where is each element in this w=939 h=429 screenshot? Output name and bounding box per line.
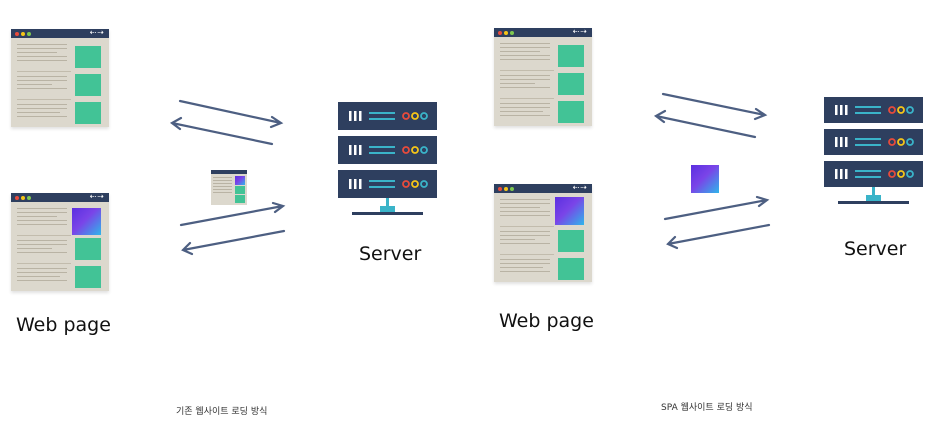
updated-content-block: [72, 208, 101, 235]
updated-content-block: [555, 197, 584, 225]
webpage-label: Web page: [499, 310, 594, 332]
content-block: [75, 74, 101, 96]
server-unit: [338, 136, 437, 164]
content-block: [558, 101, 584, 123]
full-page-transfer-icon: [211, 170, 247, 205]
content-block: [558, 230, 584, 252]
content-block: [75, 102, 101, 124]
server-label: Server: [359, 243, 422, 265]
server-unit: [338, 102, 437, 130]
arrow-left-icon: [653, 109, 757, 139]
content-block: [558, 258, 584, 280]
browser-title-bar: ⇠⇢: [11, 28, 109, 38]
arrow-right-icon: [179, 201, 286, 227]
arrow-right-icon: [663, 195, 770, 221]
server-icon: [824, 97, 923, 204]
content-block: [75, 46, 101, 68]
browser-window-icon: ⇠⇢: [11, 28, 109, 127]
browser-window-icon: ⇠⇢: [11, 192, 109, 291]
content-block: [558, 73, 584, 95]
browser-window-icon: ⇠⇢: [494, 183, 592, 282]
arrow-left-icon: [181, 229, 286, 256]
browser-nav-arrows-icon: ⇠⇢: [89, 28, 105, 37]
browser-title-bar: ⇠⇢: [11, 192, 109, 202]
browser-window-icon: ⇠⇢: [494, 27, 592, 126]
server-icon: [338, 102, 437, 215]
server-label: Server: [844, 238, 907, 260]
browser-nav-arrows-icon: ⇠⇢: [572, 27, 588, 36]
server-unit: [824, 129, 923, 155]
arrow-left-icon: [169, 116, 274, 146]
content-block: [558, 45, 584, 67]
browser-nav-arrows-icon: ⇠⇢: [89, 192, 105, 201]
webpage-label: Web page: [16, 314, 111, 336]
server-unit: [824, 161, 923, 187]
arrow-right-icon: [178, 99, 284, 129]
arrow-left-icon: [666, 223, 771, 250]
server-unit: [824, 97, 923, 123]
browser-title-bar: ⇠⇢: [494, 27, 592, 37]
caption-traditional-loading: 기존 웹사이트 로딩 방식: [176, 407, 268, 417]
caption-spa-loading: SPA 웹사이트 로딩 방식: [661, 403, 753, 413]
arrow-right-icon: [661, 92, 768, 121]
browser-title-bar: ⇠⇢: [494, 183, 592, 193]
content-block: [75, 266, 101, 288]
partial-data-transfer-icon: [691, 165, 719, 193]
browser-nav-arrows-icon: ⇠⇢: [572, 183, 588, 192]
content-block: [75, 238, 101, 260]
server-unit: [338, 170, 437, 198]
